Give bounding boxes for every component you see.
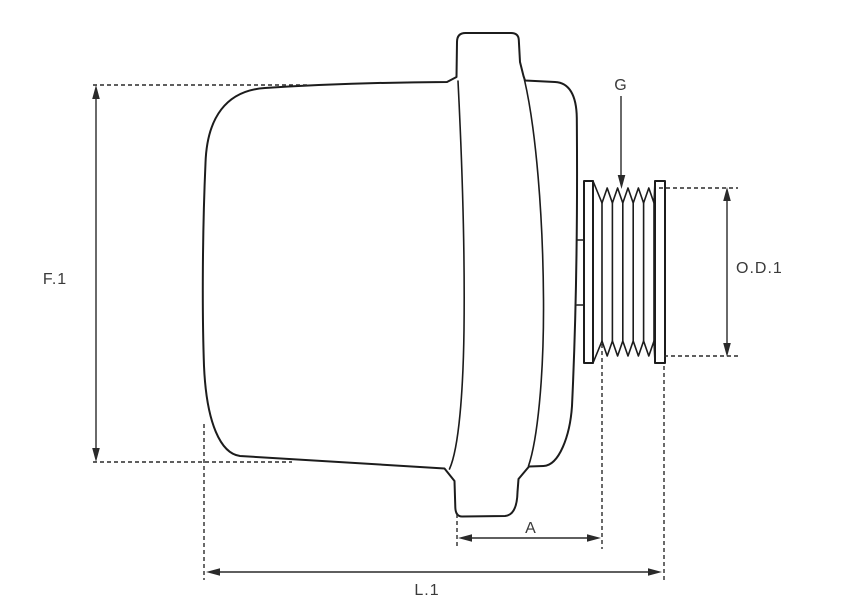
a-label: A [525, 520, 537, 537]
g-label: G [614, 77, 627, 94]
frame-joint-line [448, 80, 465, 470]
od1-arrow-down [723, 343, 731, 357]
alternator-body [201, 32, 585, 518]
l1-arrow-right [648, 568, 662, 576]
body-outline [201, 32, 579, 518]
dimension-f1: F.1 [43, 84, 310, 463]
pulley-groove-lines [601, 202, 655, 342]
l1-arrow-left [206, 568, 220, 576]
pulley-groove-zigzag-top [592, 180, 656, 204]
dimension-a: A [456, 344, 603, 549]
pulley [583, 180, 666, 364]
pulley-groove-zigzag-bottom [592, 340, 656, 364]
pulley-left-flange [583, 180, 594, 364]
f1-label: F.1 [43, 271, 67, 288]
dimension-g: G [614, 77, 627, 189]
dimension-od1: O.D.1 [659, 187, 783, 357]
od1-arrow-up [723, 187, 731, 201]
f1-arrow-down [92, 448, 100, 462]
shaft-edges [576, 239, 585, 306]
a-arrow-left [458, 534, 472, 542]
od1-label: O.D.1 [736, 260, 783, 277]
pulley-right-flange [654, 180, 666, 364]
l1-label: L.1 [414, 582, 439, 599]
dimension-l1: L.1 [203, 366, 665, 599]
f1-arrow-up [92, 85, 100, 99]
rear-housing-shoulder-line [523, 79, 545, 467]
g-arrow-down [617, 175, 626, 189]
a-arrow-right [587, 534, 601, 542]
